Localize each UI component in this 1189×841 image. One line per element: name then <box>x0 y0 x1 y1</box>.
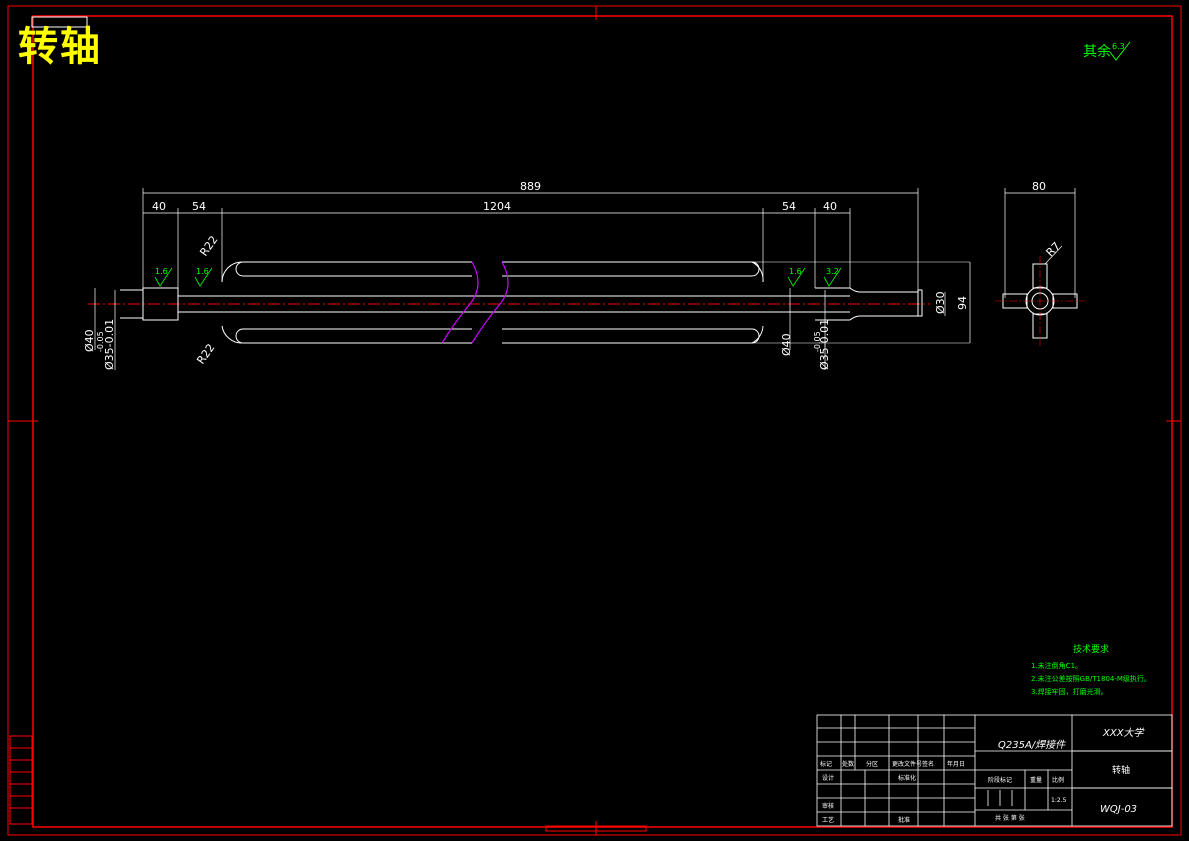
roughness-stamp: 其余 6.3 <box>1083 41 1131 61</box>
dim-d30: Ø30 <box>934 291 947 314</box>
left-margin-table <box>9 735 33 825</box>
title-block-texts: Q235A/焊接件 XXX大学 转轴 WQJ-03 1:2.5 标记 处数 分区… <box>820 727 1145 824</box>
tb-label-zone: 分区 <box>866 760 878 768</box>
tb-label-mark: 标记 <box>820 760 832 768</box>
tb-label-approve: 批准 <box>898 816 910 824</box>
dim-left-d40: Ø40 <box>83 329 96 352</box>
tech-heading: 技术要求 <box>1073 643 1109 655</box>
tb-material: Q235A/焊接件 <box>998 739 1066 751</box>
tb-label-date: 年月日 <box>947 760 965 768</box>
tb-school: XXX大学 <box>1102 727 1145 739</box>
tech-line-1: 1.未注倒角C1。 <box>1031 661 1082 670</box>
roughness-values: 1.6 1.6 1.6 3.2 <box>155 267 839 276</box>
stamp-value: 6.3 <box>1112 42 1125 51</box>
dim-left-d35: Ø35-0.01 <box>103 319 116 370</box>
tb-label-sign: 签名 <box>922 760 934 768</box>
dim-body-length: 1204 <box>483 200 511 213</box>
roughness-symbols <box>154 267 842 287</box>
roughness-3: 1.6 <box>789 267 802 276</box>
dim-right-d35-tol: -0.05 <box>813 331 822 352</box>
title-block <box>816 714 1173 827</box>
end-view-texts: 80 R7 <box>1032 180 1063 259</box>
tb-label-stage-mark: 阶段标记 <box>988 776 1012 784</box>
tb-label-review: 审核 <box>822 802 834 810</box>
dim-left-end: 40 <box>152 200 166 213</box>
tb-label-change-doc: 更改文件号 <box>892 760 922 768</box>
dim-r22-top: R22 <box>197 233 220 258</box>
tb-label-sheets: 共 张 第 张 <box>995 814 1025 822</box>
tb-label-process: 工艺 <box>822 816 834 824</box>
dim-left-d35-tol: -0.05 <box>96 331 105 352</box>
tb-part-name: 转轴 <box>1112 764 1130 776</box>
dim-end-width: 80 <box>1032 180 1046 193</box>
dim-r7: R7 <box>1044 240 1064 260</box>
roughness-4: 3.2 <box>826 267 839 276</box>
roughness-2: 1.6 <box>196 267 209 276</box>
dim-right-d35: Ø35-0.01 <box>818 319 831 370</box>
tb-label-design: 设计 <box>822 774 834 782</box>
stamp-label: 其余 <box>1083 43 1111 60</box>
dim-right-d40: Ø40 <box>780 333 793 356</box>
dim-left-shoulder: 54 <box>192 200 206 213</box>
dim-overall-length: 889 <box>520 180 541 193</box>
drawing-title: 转轴 <box>18 24 102 70</box>
end-view <box>995 188 1085 346</box>
tb-drawing-no: WQJ-03 <box>1100 804 1137 815</box>
tb-label-count: 处数 <box>842 760 854 768</box>
tb-label-ratio: 比例 <box>1052 776 1064 784</box>
dim-height-94: 94 <box>956 296 969 310</box>
roughness-1: 1.6 <box>155 267 168 276</box>
tech-requirements: 技术要求 1.未注倒角C1。 2.未注公差按照GB/T1804-M级执行。 3.… <box>1031 643 1151 696</box>
drawing-frame <box>7 5 1182 836</box>
dimension-texts: 889 40 54 1204 54 40 R22 R22 Ø40 Ø35-0.0… <box>83 180 969 370</box>
dim-right-shoulder: 54 <box>782 200 796 213</box>
tb-scale: 1:2.5 <box>1051 797 1067 804</box>
dim-r22-bottom: R22 <box>194 341 217 366</box>
tech-line-2: 2.未注公差按照GB/T1804-M级执行。 <box>1031 674 1151 683</box>
break-lines <box>441 261 509 344</box>
tb-label-standardize: 标准化 <box>898 774 916 782</box>
tech-line-3: 3.焊接牢固，打磨光滑。 <box>1031 687 1108 696</box>
tb-label-weight: 重量 <box>1030 776 1042 784</box>
dim-right-end: 40 <box>823 200 837 213</box>
dimension-lines <box>94 188 971 370</box>
